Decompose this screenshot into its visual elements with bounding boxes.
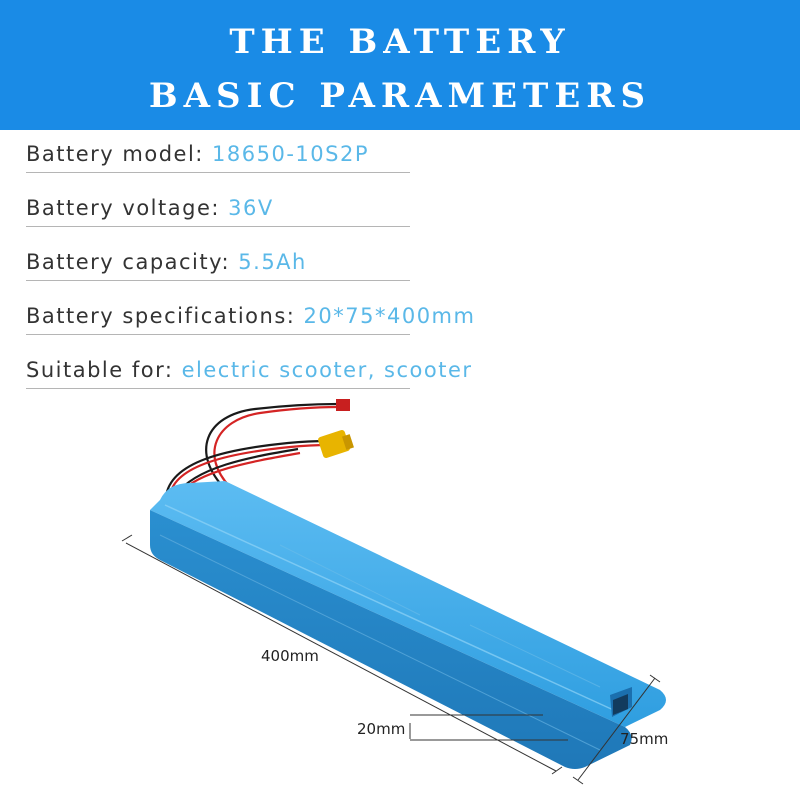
battery-illustration xyxy=(121,399,666,785)
battery-wires xyxy=(164,402,339,498)
spec-value: 5.5Ah xyxy=(238,250,307,274)
spec-divider xyxy=(26,172,410,173)
dimension-length-label: 400mm xyxy=(261,647,319,665)
dimension-width-label: 75mm xyxy=(620,730,669,748)
spec-label: Battery voltage: xyxy=(26,196,229,220)
spec-value: 18650-10S2P xyxy=(212,142,370,166)
title-banner: THE BATTERY BASIC PARAMETERS xyxy=(0,0,800,130)
spec-row-specifications: Battery specifications: 20*75*400mm xyxy=(26,298,475,352)
spec-label: Battery specifications: xyxy=(26,304,304,328)
spec-label: Suitable for: xyxy=(26,358,182,382)
spec-divider xyxy=(26,388,410,389)
banner-title-line1: THE BATTERY xyxy=(229,22,571,62)
spec-value: 20*75*400mm xyxy=(303,304,476,328)
spec-value: 36V xyxy=(228,196,274,220)
banner-title-line2: BASIC PARAMETERS xyxy=(148,76,652,116)
spec-list: Battery model: 18650-10S2P Battery volta… xyxy=(26,136,475,406)
spec-value: electric scooter, scooter xyxy=(181,358,473,382)
spec-label: Battery model: xyxy=(26,142,213,166)
spec-divider xyxy=(26,226,410,227)
spec-label: Battery capacity: xyxy=(26,250,239,274)
spec-divider xyxy=(26,280,410,281)
spec-divider xyxy=(26,334,410,335)
spec-row-capacity: Battery capacity: 5.5Ah xyxy=(26,244,475,298)
battery-pack-icon xyxy=(150,481,666,769)
spec-row-voltage: Battery voltage: 36V xyxy=(26,190,475,244)
battery-figure: 400mm 20mm 75mm xyxy=(0,395,800,800)
spec-row-suitable: Suitable for: electric scooter, scooter xyxy=(26,352,475,406)
dimension-thickness-label: 20mm xyxy=(357,720,406,738)
xt60-connector-icon xyxy=(318,429,354,459)
jst-connector-icon xyxy=(336,399,350,411)
dimension-lines xyxy=(121,534,661,785)
spec-row-model: Battery model: 18650-10S2P xyxy=(26,136,475,190)
